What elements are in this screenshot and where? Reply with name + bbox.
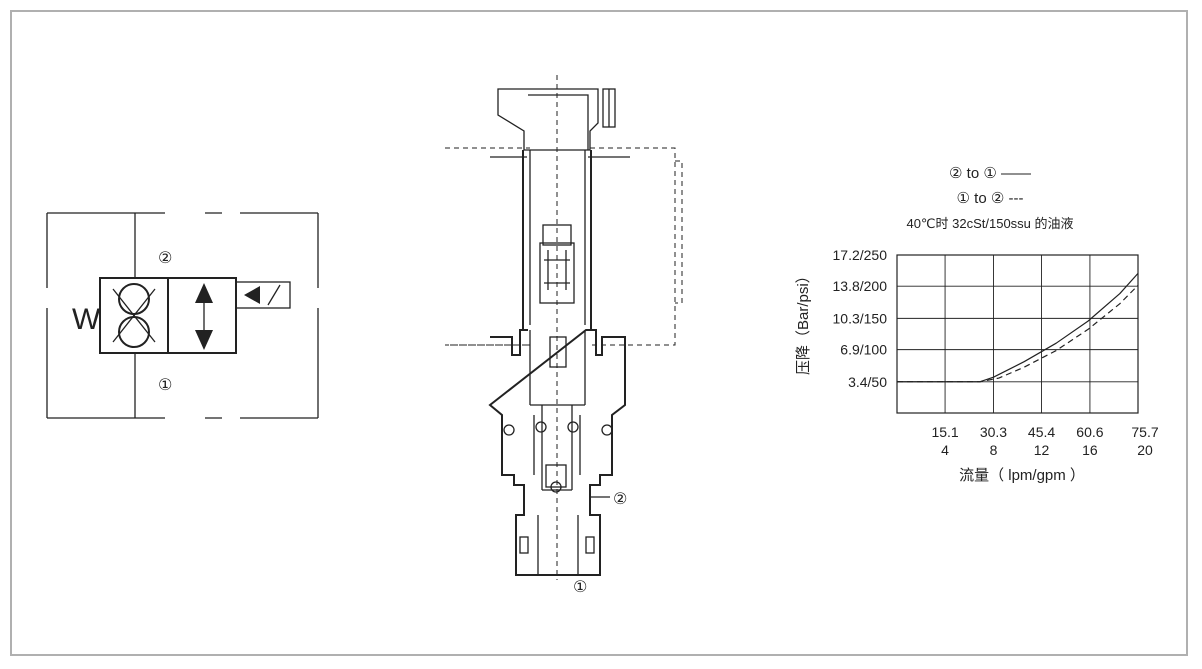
symbol-port-1: ① [158,377,172,394]
coil-nut [497,88,599,151]
legend-entry-dashed: ① to ② --- [957,190,1024,207]
chart-note: 40℃时 32cSt/150ssu 的油液 [906,216,1073,231]
check-ball-bottom [118,316,150,348]
section-port-1: ① [573,579,587,596]
x-tick-label: 15.1 [931,424,958,440]
arrow-up-icon [195,283,213,303]
series-line-dashed [897,284,1139,383]
arrow-down-icon [195,330,213,350]
chart-series [897,272,1139,383]
chart-grid [896,254,1139,414]
x-tick-label: 60.6 [1076,424,1103,440]
x-tick-label: 30.3 [980,424,1007,440]
x-tick-label: 45.4 [1028,424,1055,440]
y-tick-label: 6.9/100 [840,342,887,358]
chart-ticks: 3.4/50 6.9/100 10.3/150 13.8/200 17.2/250 15.… [833,247,1159,458]
y-tick-label: 10.3/150 [833,310,888,326]
x-tick-label-secondary: 20 [1137,442,1153,458]
x-tick-label: 75.7 [1131,424,1158,440]
x-tick-label-secondary: 4 [941,442,949,458]
y-tick-label: 17.2/250 [833,247,888,263]
symbol-port-2: ② [158,250,172,267]
solenoid-coil [235,281,291,309]
outer-frame [10,10,1188,656]
y-axis-label: 压降（Bar/psi） [795,268,812,375]
spring-icon: W [72,303,101,336]
y-tick-label: 13.8/200 [833,278,888,294]
x-tick-label-secondary: 8 [990,442,998,458]
check-ball-top [118,283,150,315]
valve-body [488,329,626,576]
pressure-drop-chart: ② to ① —— ① to ② --- 40℃时 32cSt/150ssu 的… [795,165,1159,484]
x-tick-label-secondary: 16 [1082,442,1098,458]
y-tick-label: 3.4/50 [848,374,887,390]
x-tick-label-secondary: 12 [1034,442,1050,458]
solenoid-triangle-icon [244,286,260,304]
valve-envelope-right [167,277,237,354]
hydraulic-symbol: ② ① W [46,212,319,419]
legend-entry-solid: ② to ① —— [949,165,1031,182]
plot-frame [896,254,1139,414]
valve-cross-section: ② ① [445,75,683,596]
section-port-2: ② [613,491,627,508]
series-line-solid [897,272,1139,383]
x-axis-label: 流量（ lpm/gpm ） [959,467,1085,484]
